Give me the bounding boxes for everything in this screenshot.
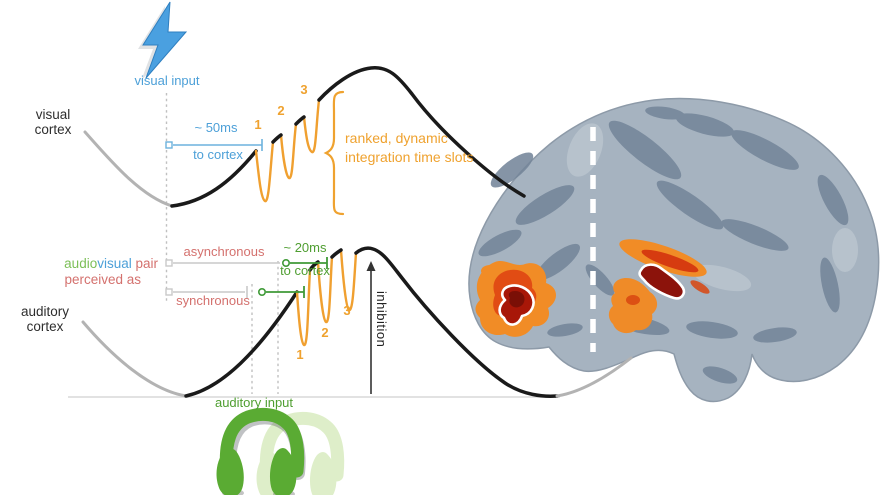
auditory-cortex-label-line1: auditory [20,304,70,319]
auditory-oscillation-slots [295,248,358,347]
synchronous-label: synchronous [176,293,250,308]
visual-input-label: visual input [134,73,200,88]
auditory-delay-sublabel: to cortex [280,263,330,278]
headphones-icon [216,407,345,495]
auditory-wave [81,246,633,398]
temporal-roi-outline [638,263,686,300]
inhibition-label: inhibition [374,291,389,348]
auditory-cortex-label: auditory cortex [16,304,74,334]
pair-word-audio: audio [64,256,98,271]
synchronous-window-line [165,286,305,298]
brain-illustration [468,97,880,403]
stimulus-onset-dotted-lines [165,93,279,394]
integration-slots-annotation-line1: ranked, dynamic [345,130,448,146]
visual-delay-sublabel: to cortex [193,147,243,162]
inhibition-arrow [366,261,376,394]
asynchronous-window-line [165,257,328,269]
visual-slot-1: 1 [254,117,262,132]
lightning-bolt-icon [138,1,188,81]
occipital-activation [475,261,556,337]
integration-slots-annotation-line2: integration time slots [345,149,474,165]
visual-delay-line [165,139,263,151]
auditory-input-label: auditory input [214,395,294,410]
visual-wave [83,66,526,208]
auditory-delay-label: ~ 20ms [283,240,327,255]
visual-cortex-label-line1: visual [35,107,71,122]
visual-cortex-label-line2: cortex [34,122,72,137]
visual-delay-label: ~ 50ms [194,120,238,135]
auditory-slot-1: 1 [296,347,304,362]
integration-brace [323,90,345,216]
auditory-slot-3: 3 [343,303,351,318]
visual-slot-3: 3 [300,82,308,97]
auditory-cortex-label-line2: cortex [26,319,64,334]
visual-slot-2: 2 [277,103,285,118]
asynchronous-label: asynchronous [183,244,265,259]
pair-word-pair: pair [131,256,158,271]
temporal-activation [608,239,710,334]
integration-slots-annotation: ranked, dynamic integration time slots [345,129,473,167]
perceived-as-label: perceived as [64,272,141,287]
brain-sulci [478,106,849,384]
visual-cortex-label: visual cortex [24,107,82,137]
auditory-slot-2: 2 [321,325,329,340]
pair-word-visual: visual [97,256,132,271]
visual-oscillation-slots [254,98,321,203]
audiovisual-pair-label: audiovisual pair perceived as [36,256,158,288]
